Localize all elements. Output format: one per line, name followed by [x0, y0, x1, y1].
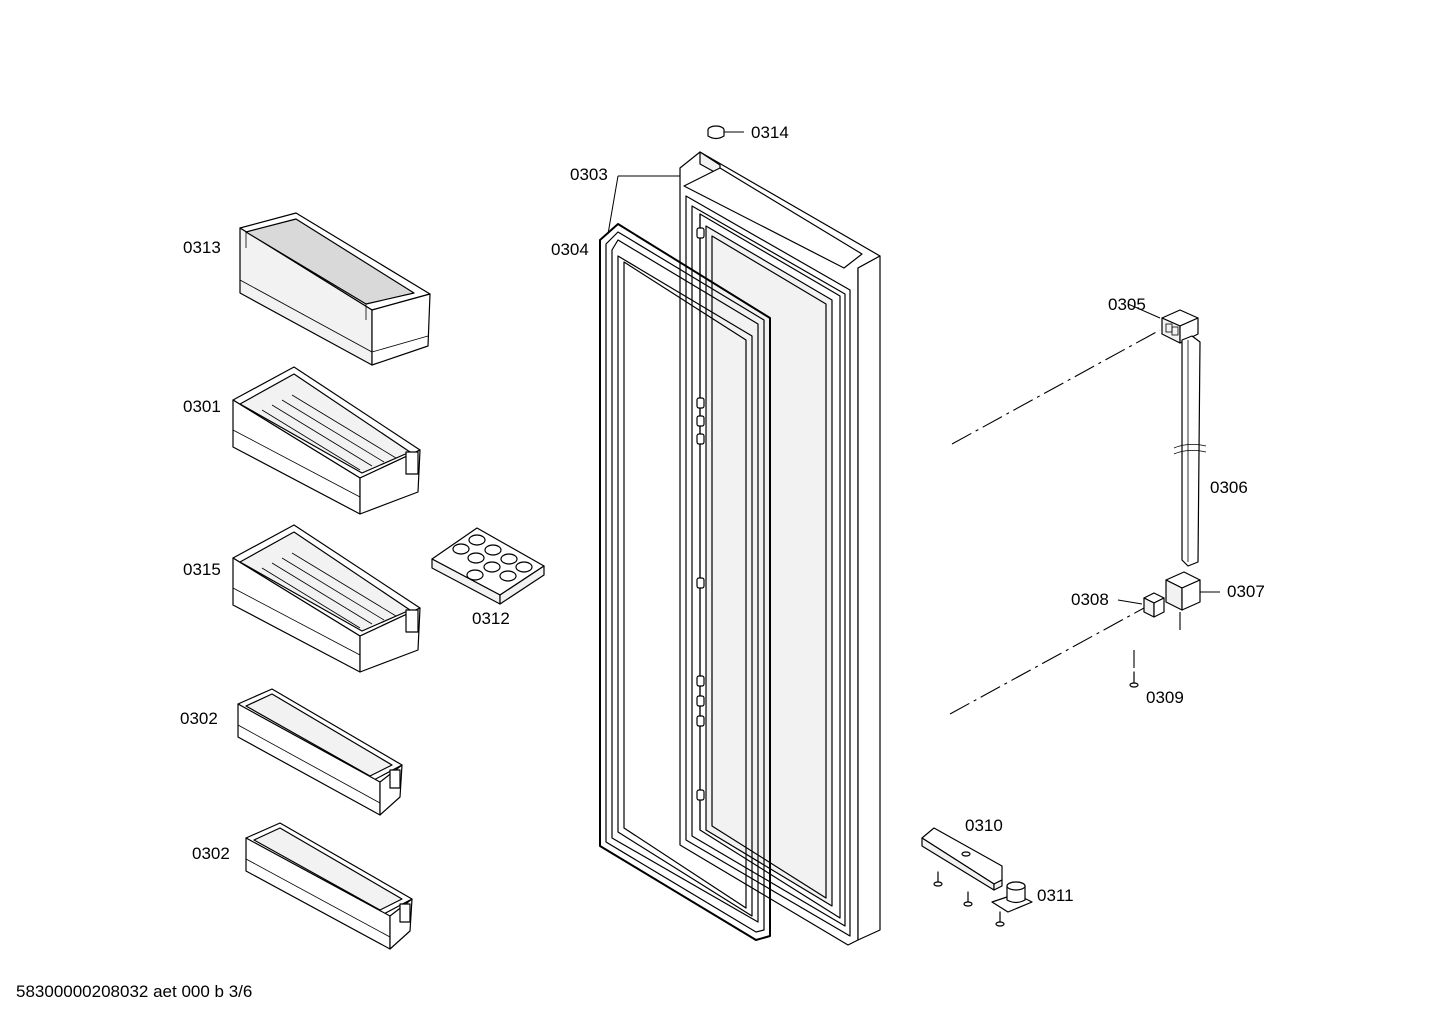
label-0311: 0311	[1037, 886, 1074, 905]
leader-0304	[607, 175, 619, 235]
part-0315-door-shelf	[232, 524, 421, 673]
label-0305: 0305	[1108, 295, 1146, 314]
part-0302-bottle-shelf-lower	[245, 822, 413, 950]
label-0302-lower: 0302	[192, 844, 230, 863]
leader-0308	[1117, 599, 1143, 605]
part-0304-gasket	[599, 223, 771, 941]
label-0306: 0306	[1210, 478, 1248, 497]
part-0308-clip	[1143, 592, 1165, 618]
label-0313: 0313	[183, 238, 221, 257]
part-0301-door-shelf	[232, 366, 421, 515]
part-0307-handle-cap-bottom	[1165, 571, 1201, 611]
part-0311-hinge-pin	[991, 881, 1033, 927]
label-0307: 0307	[1227, 582, 1265, 601]
drawing-reference-footer: 58300000208032 aet 000 b 3/6	[16, 982, 253, 1001]
label-0303: 0303	[570, 165, 608, 184]
label-0301: 0301	[183, 397, 221, 416]
part-0309-screw	[1129, 671, 1139, 688]
part-0306-handle-bar	[1173, 335, 1207, 567]
part-0303-door	[679, 151, 881, 946]
label-0302-upper: 0302	[180, 709, 218, 728]
label-0314: 0314	[751, 123, 789, 142]
assembly-line-top	[951, 329, 1161, 445]
label-0310: 0310	[965, 816, 1003, 835]
label-0315: 0315	[183, 560, 221, 579]
part-0313-covered-shelf	[239, 212, 431, 366]
label-0304: 0304	[551, 240, 589, 259]
leader-0305	[1127, 303, 1161, 319]
label-0312: 0312	[472, 609, 510, 628]
part-0310-screw-a	[933, 871, 943, 887]
part-0314-cap	[707, 125, 725, 140]
part-0302-bottle-shelf-upper	[237, 688, 403, 816]
assembly-line-bottom	[949, 607, 1145, 715]
part-0310-hinge-plate	[921, 827, 1003, 891]
part-0312-egg-tray	[431, 527, 545, 605]
part-0310-screw-b	[963, 891, 973, 907]
part-0305-handle-cap-top	[1161, 309, 1199, 344]
label-0309: 0309	[1146, 688, 1184, 707]
label-0308: 0308	[1071, 590, 1109, 609]
